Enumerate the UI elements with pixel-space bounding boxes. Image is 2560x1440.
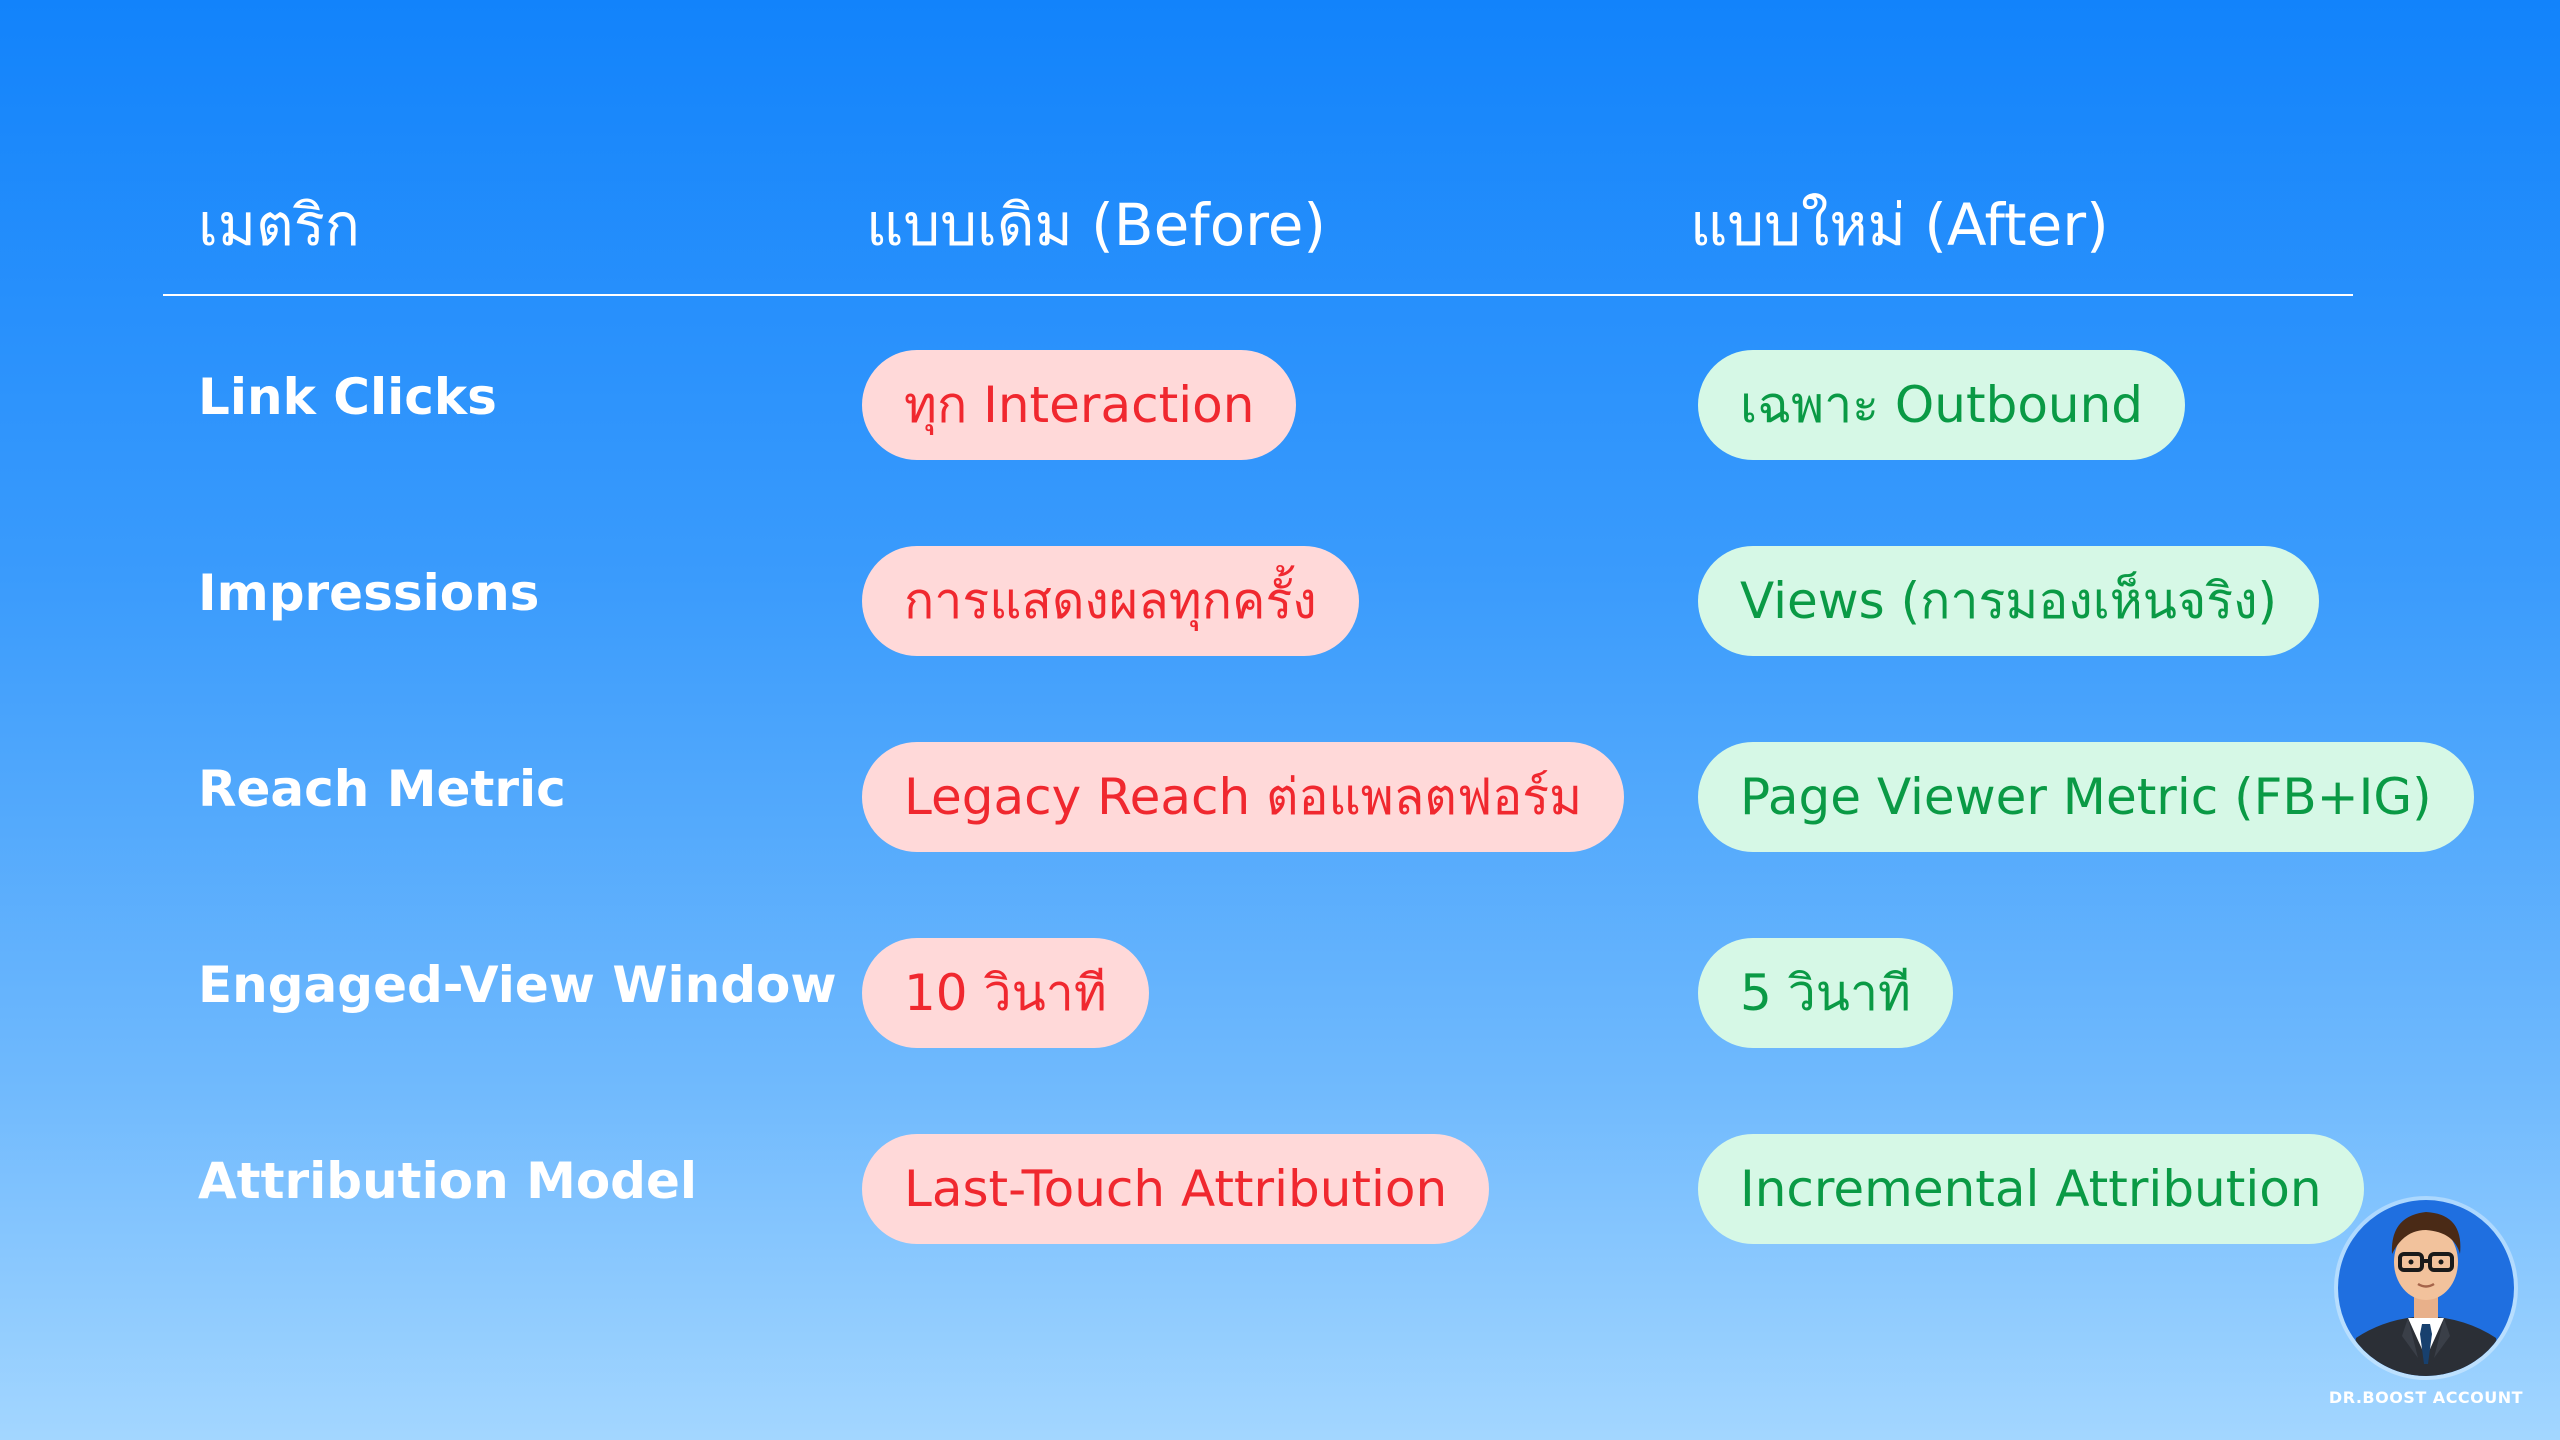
row-label-attribution-model: Attribution Model [198, 1152, 698, 1210]
after-pill-link-clicks: เฉพาะ Outbound [1698, 350, 2186, 460]
header-metric: เมตริก [198, 191, 360, 259]
row-label-engaged-view-window: Engaged-View Window [198, 956, 837, 1014]
brand-caption: DR.BOOST ACCOUNT [2328, 1388, 2524, 1407]
header-divider [163, 294, 2353, 296]
avatar-icon [2334, 1196, 2518, 1380]
after-pill-engaged-view-window: 5 วินาที [1698, 938, 1953, 1048]
after-pill-impressions: Views (การมองเห็นจริง) [1698, 546, 2320, 656]
before-pill-attribution-model: Last-Touch Attribution [862, 1134, 1490, 1244]
after-pill-attribution-model: Incremental Attribution [1698, 1134, 2364, 1244]
header-after: แบบใหม่ (After) [1690, 191, 2109, 259]
before-pill-impressions: การแสดงผลทุกครั้ง [862, 546, 1359, 656]
before-pill-reach-metric: Legacy Reach ต่อแพลตฟอร์ม [862, 742, 1625, 852]
header-before: แบบเดิม (Before) [866, 191, 1327, 259]
row-label-impressions: Impressions [198, 564, 540, 622]
before-pill-link-clicks: ทุก Interaction [862, 350, 1297, 460]
row-label-link-clicks: Link Clicks [198, 368, 497, 426]
before-pill-engaged-view-window: 10 วินาที [862, 938, 1149, 1048]
row-label-reach-metric: Reach Metric [198, 760, 566, 818]
after-pill-reach-metric: Page Viewer Metric (FB+IG) [1698, 742, 2474, 852]
